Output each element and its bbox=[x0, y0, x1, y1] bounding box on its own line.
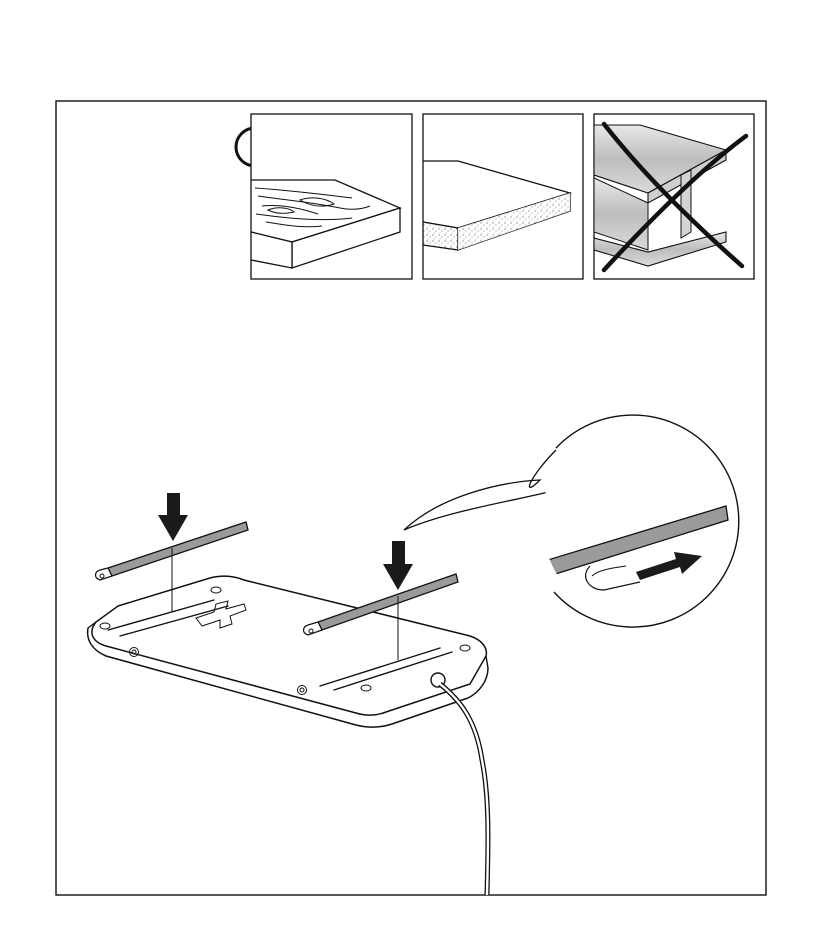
panel-wood-surface bbox=[251, 114, 412, 279]
detail-callout bbox=[404, 414, 754, 627]
down-arrow-icon bbox=[383, 541, 413, 590]
down-arrow-icon bbox=[158, 493, 188, 541]
wireless-charger bbox=[88, 576, 488, 895]
panel-particleboard-surface bbox=[423, 114, 583, 279]
power-cable bbox=[431, 673, 488, 895]
panel-metal-beam-surface bbox=[594, 114, 754, 279]
